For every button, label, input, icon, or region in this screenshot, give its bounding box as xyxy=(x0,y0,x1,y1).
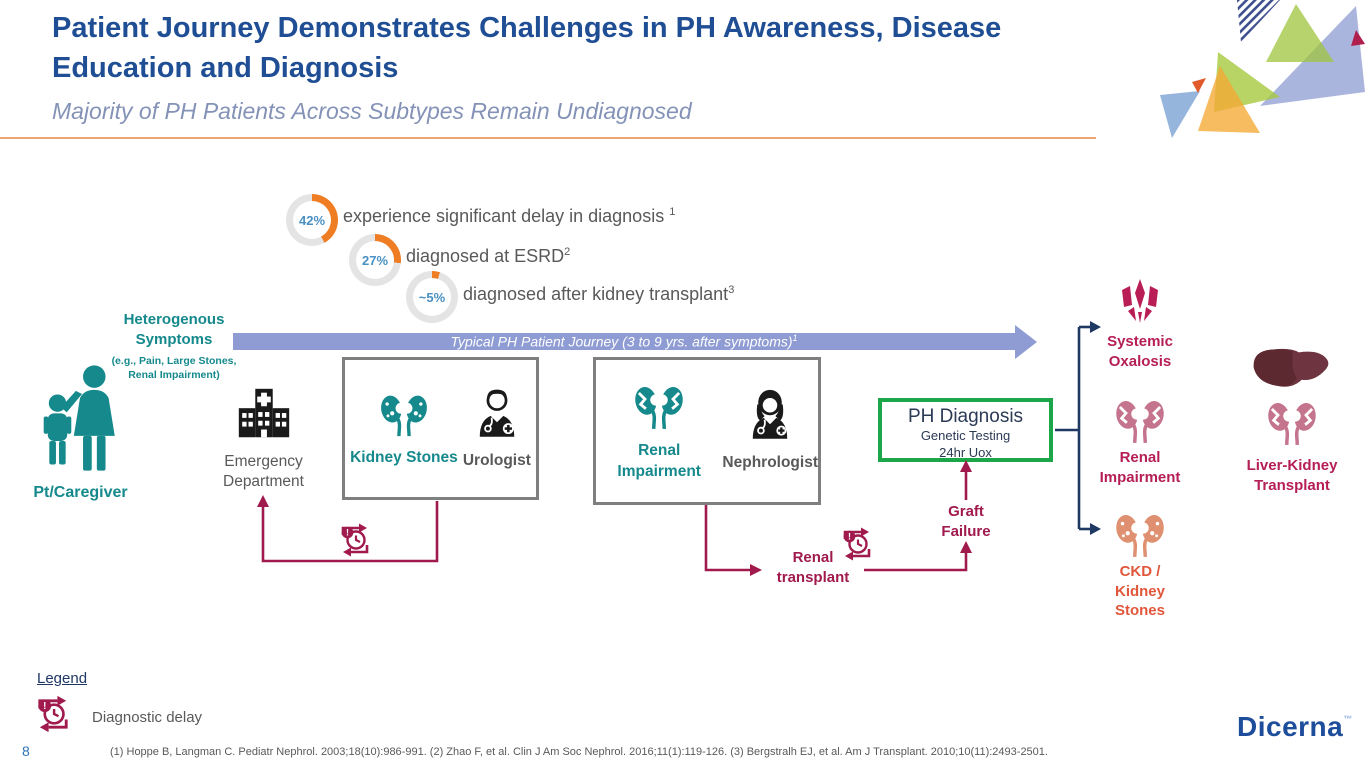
kidney-stones-icon xyxy=(381,395,427,437)
kidney-stones-urologist-box: Kidney Stones Urologist xyxy=(342,357,539,500)
arrowhead-up-ed xyxy=(257,495,269,507)
urologist-label: Urologist xyxy=(462,451,531,469)
symptoms-note: (e.g., Pain, Large Stones, Renal Impairm… xyxy=(111,355,237,382)
renal-impairment-outcome-icon xyxy=(1116,400,1164,443)
decorative-triangles xyxy=(1160,0,1365,138)
arrowhead-right-ckd xyxy=(1090,523,1101,535)
emergency-department-label: Emergency Department xyxy=(223,453,304,491)
renal-impairment-item: Renal Impairment xyxy=(596,380,722,481)
nephrologist-item: Nephrologist xyxy=(722,388,818,473)
ph-diagnosis-line1: Genetic Testing xyxy=(920,428,1011,443)
renal-transplant-label: Renal transplant xyxy=(776,549,850,586)
systemic-oxalosis-icon xyxy=(1122,279,1158,323)
page-title-line2: Education and Diagnosis xyxy=(52,52,399,84)
nephrologist-label: Nephrologist xyxy=(722,454,818,472)
stat-label-esrd: diagnosed at ESRD2 xyxy=(406,246,571,266)
transplant-kidneys-icon xyxy=(1268,402,1316,445)
stat-label-transplant: diagnosed after kidney transplant3 xyxy=(463,284,735,304)
symptoms-block: Heterogenous Symptoms (e.g., Pain, Large… xyxy=(105,310,243,382)
graft-failure-label: Graft Failure xyxy=(941,503,991,540)
trademark-symbol: ™ xyxy=(1343,714,1353,724)
arrowhead-up-diagnosis xyxy=(960,460,972,472)
stat-donut-esrd: 27% xyxy=(349,234,401,286)
patient-caregiver-label: Pt/Caregiver xyxy=(33,484,128,501)
arrowhead-up-graft-failure xyxy=(960,541,972,553)
svg-text:!: ! xyxy=(43,701,46,712)
ph-diagnosis-box: PH Diagnosis Genetic Testing 24hr Uox xyxy=(878,398,1053,462)
stat-donut-transplant: ~5% xyxy=(406,271,458,323)
renal-impairment-box-label: Renal Impairment xyxy=(617,442,701,480)
diagnostic-delay-icon-1: ! xyxy=(341,523,369,557)
symptoms-title: Heterogenous Symptoms xyxy=(123,311,225,348)
to-graft-failure-line xyxy=(864,551,968,572)
kidney-stones-label: Kidney Stones xyxy=(350,448,458,466)
page-subtitle: Majority of PH Patients Across Subtypes … xyxy=(52,98,692,124)
stat-pct-transplant: ~5% xyxy=(413,278,451,316)
page-title-line1: Patient Journey Demonstrates Challenges … xyxy=(52,12,1002,44)
to-renal-transplant-line xyxy=(704,505,750,572)
svg-text:!: ! xyxy=(848,532,851,542)
page-title: Patient Journey Demonstrates Challenges … xyxy=(52,8,1112,88)
stat-pct-delay: 42% xyxy=(293,201,331,239)
ph-diagnosis-line2: 24hr Uox xyxy=(939,444,992,460)
diagnostic-delay-legend-icon: ! xyxy=(38,695,68,733)
stat-donut-delay: 42% xyxy=(286,194,338,246)
nephrologist-icon xyxy=(752,390,788,440)
svg-text:!: ! xyxy=(346,528,349,538)
page-number: 8 xyxy=(22,743,30,759)
journey-arrow: Typical PH Patient Journey (3 to 9 yrs. … xyxy=(233,333,1015,350)
arrowhead-right-oxalosis xyxy=(1090,321,1101,333)
urologist-icon xyxy=(479,389,515,437)
ckd-kidney-stones-icon xyxy=(1116,514,1164,557)
stat-pct-esrd: 27% xyxy=(356,241,394,279)
legend-title: Legend xyxy=(37,670,88,687)
liver-icon xyxy=(1253,348,1329,387)
renal-impairment-outcome-label: Renal Impairment xyxy=(1099,449,1181,486)
renal-impairment-icon xyxy=(635,387,683,430)
diagnostic-delay-icon-2: ! xyxy=(843,527,871,561)
dicerna-logo-text: Dicerna xyxy=(1237,711,1344,742)
urologist-item: Urologist xyxy=(463,386,531,471)
systemic-oxalosis-label: Systemic Oxalosis xyxy=(1107,333,1173,370)
ckd-kidney-stones-label: CKD / Kidney Stones xyxy=(1114,563,1165,619)
kidney-stones-item: Kidney Stones xyxy=(350,389,458,468)
delay-loop-to-ed-line xyxy=(261,501,439,563)
journey-arrow-label: Typical PH Patient Journey (3 to 9 yrs. … xyxy=(450,333,798,350)
journey-arrowhead-icon xyxy=(1015,324,1037,359)
renal-impairment-nephrologist-box: Renal Impairment Nephrologist xyxy=(593,357,821,505)
patient-caregiver-icon xyxy=(43,365,115,471)
legend-delay-label: Diagnostic delay xyxy=(92,709,203,726)
arrowhead-right-renal-transplant xyxy=(750,564,762,576)
ph-diagnosis-title: PH Diagnosis xyxy=(907,406,1024,427)
header-divider xyxy=(0,137,1096,139)
dicerna-logo: Dicerna™ xyxy=(1237,711,1353,743)
footnote-citations: (1) Hoppe B, Langman C. Pediatr Nephrol.… xyxy=(110,746,1048,758)
liver-kidney-transplant-label: Liver-Kidney Transplant xyxy=(1246,457,1338,494)
stat-label-delay: experience significant delay in diagnosi… xyxy=(343,206,676,226)
emergency-department-icon xyxy=(238,388,290,438)
